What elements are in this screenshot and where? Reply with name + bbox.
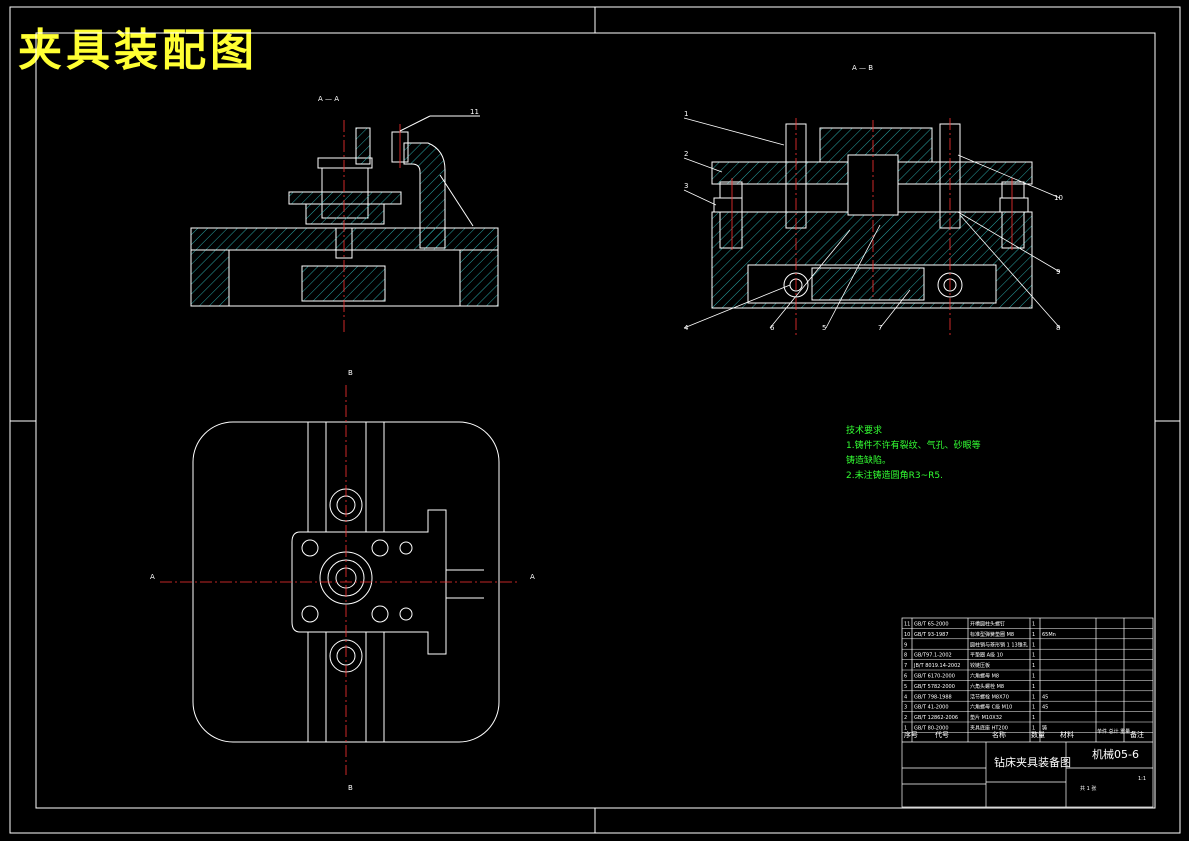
bom-cell: 1: [1032, 663, 1035, 669]
bom-cell: 铰链压板: [970, 662, 990, 669]
bom-cell: 圆柱销与菱形销 1 13锥孔: [970, 641, 1028, 648]
drawing-number: 机械05-6: [1092, 747, 1139, 761]
bom-cell: 8: [904, 653, 907, 659]
bom-cell: JB/T 8019.14-2002: [913, 663, 960, 669]
bom-cell: GB/T 65-2000: [914, 622, 949, 628]
bom-cell: 夹具底座 HT200: [970, 725, 1008, 732]
bom-cell: 1: [1032, 684, 1035, 690]
bom-cell: 1: [904, 726, 907, 732]
plan-mark-right: A: [530, 573, 535, 581]
bom-cell: 5: [904, 684, 907, 690]
notes-line-3: 2.未注铸造圆角R3~R5.: [846, 471, 943, 481]
bom-cell: GB/T 798-1988: [914, 694, 952, 700]
bom-cell: 10: [904, 632, 910, 638]
notes-heading: 技术要求: [846, 426, 883, 436]
bom-cell: 活节螺栓 M8X70: [970, 693, 1009, 700]
drawing-name: 钻床夹具装备图: [994, 755, 1071, 769]
section-aa-view: A — A 11: [190, 95, 499, 332]
bom-cell: 65Mn: [1042, 632, 1056, 638]
bom-cell: 垫片 M10X32: [970, 714, 1002, 721]
bom-cell: 1: [1032, 642, 1035, 648]
section-aa-label: A — A: [318, 95, 339, 103]
drawing-scale: 1:1: [1138, 776, 1146, 782]
balloon-4: 4: [684, 324, 689, 332]
bom-header-code: 代号: [935, 730, 949, 739]
bom-cell: 6: [904, 674, 907, 680]
bom-cell: 铸: [1042, 725, 1047, 732]
bom-cell: 9: [904, 642, 907, 648]
notes-line-1: 1.铸件不许有裂纹、气孔、砂眼等: [846, 441, 981, 451]
bom-cell: 1: [1032, 694, 1035, 700]
bom-cell: GB/T97.1-2002: [914, 653, 952, 659]
section-bb-label: A — B: [852, 64, 873, 72]
bom-cell: GB/T 5782-2000: [914, 684, 955, 690]
bom-cell: 1: [1032, 705, 1035, 711]
bom-cell: 六角螺母 M8: [970, 673, 999, 680]
bom-cell: 45: [1042, 705, 1048, 711]
bom-header-material: 材料: [1060, 730, 1074, 739]
balloon-5: 5: [822, 324, 826, 332]
bom-header-weight: 单件 总计 重量: [1097, 728, 1130, 735]
bom-cell: GB/T 93-1987: [914, 632, 949, 638]
balloon-7: 7: [878, 324, 882, 332]
balloon-8: 8: [1056, 324, 1060, 332]
bom-cell: GB/T 80-2000: [914, 726, 949, 732]
bom-cell: 1: [1032, 653, 1035, 659]
bom-header-no: 序号: [904, 730, 918, 739]
drawing-sheets: 共 1 张: [1080, 785, 1096, 792]
bom-cell: 7: [904, 663, 907, 669]
plan-mark-top: B: [348, 369, 353, 377]
bom-header-remark: 备注: [1130, 730, 1144, 739]
bom-cell: 六角头螺栓 M8: [970, 683, 1004, 690]
bom-cell: 2: [904, 715, 907, 721]
bom-header-qty: 数量: [1031, 730, 1045, 739]
bom-cell: 1: [1032, 715, 1035, 721]
balloon-2: 2: [684, 150, 688, 158]
bom-cell: GB/T 6170-2000: [914, 674, 955, 680]
bom-cell: 标准型弹簧垫圈 M8: [970, 631, 1014, 638]
sheet-border: [9, 6, 1181, 834]
plan-view: B B A A: [150, 369, 535, 792]
notes-line-2: 铸造缺陷。: [846, 456, 892, 466]
bom-cell: 45: [1042, 694, 1048, 700]
bom-cell: 1: [1032, 726, 1035, 732]
bom-cell: 六角螺母 C级 M10: [970, 704, 1012, 711]
bom-cell: 4: [904, 694, 907, 700]
bom-header: 序号 代号 名称 数量 材料 单件 总计 重量 备注: [904, 728, 1144, 739]
bom-cell: 平垫圈 A级 10: [970, 652, 1003, 659]
balloon-3: 3: [684, 182, 688, 190]
balloon-6: 6: [770, 324, 775, 332]
balloon-9: 9: [1056, 268, 1060, 276]
section-bb-view: A — B: [683, 64, 1063, 335]
technical-requirements: 技术要求 1.铸件不许有裂纹、气孔、砂眼等 铸造缺陷。 2.未注铸造圆角R3~R…: [846, 424, 981, 484]
bom-cell: 1: [1032, 632, 1035, 638]
balloon-11: 11: [470, 108, 479, 116]
bom-cell: 11: [904, 622, 910, 628]
bom-cell: 1: [1032, 622, 1035, 628]
bom-cell: 3: [904, 705, 907, 711]
bom-cell: GB/T 12862-2006: [914, 715, 958, 721]
balloon-1: 1: [684, 110, 688, 118]
plan-mark-left: A: [150, 573, 155, 581]
bom-cell: 开槽圆柱头螺钉: [970, 621, 1005, 628]
balloon-10: 10: [1054, 194, 1063, 202]
bom-header-name: 名称: [992, 730, 1006, 739]
plan-mark-bottom: B: [348, 784, 353, 792]
bom-cell: 1: [1032, 674, 1035, 680]
bom-cell: GB/T 41-2000: [914, 705, 949, 711]
